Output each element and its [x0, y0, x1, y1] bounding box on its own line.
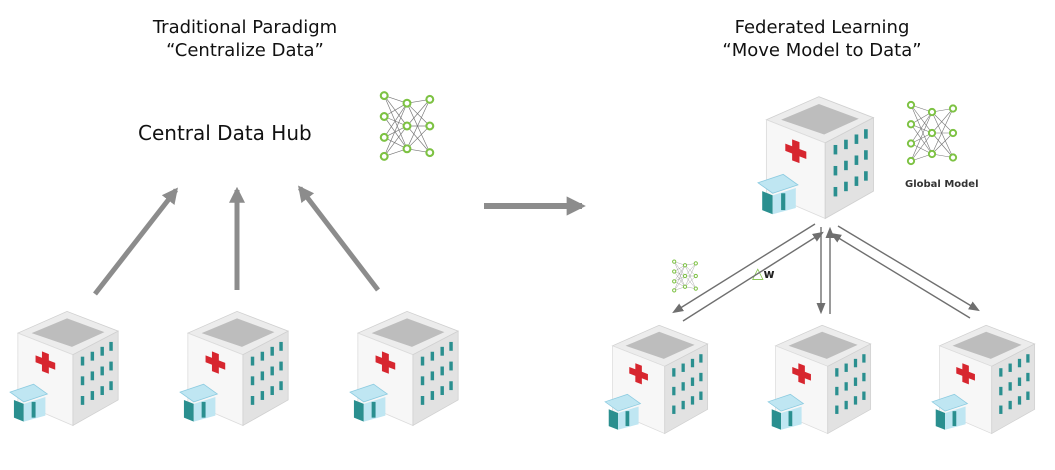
hospital-building-icon	[604, 324, 709, 435]
model-down-arrow-right	[837, 225, 980, 312]
global-model-label: Global Model	[905, 179, 979, 190]
neural-network-icon	[379, 91, 435, 161]
hospital-building-icon	[757, 96, 875, 220]
hospital-building-icon	[9, 310, 119, 427]
central-data-hub-label: Central Data Hub	[138, 121, 312, 145]
upload-arrow-right	[298, 185, 380, 292]
local-model-neural-network-icon	[672, 259, 698, 293]
hospital-building-icon	[931, 324, 1036, 435]
federated-learning-title: Federated Learning “Move Model to Data”	[672, 16, 972, 62]
left-title-line1: Traditional Paradigm	[152, 17, 338, 38]
hospital-building-icon	[349, 310, 459, 427]
update-up-arrow-left	[682, 231, 824, 322]
left-title-line2: “Centralize Data”	[166, 40, 324, 61]
update-up-arrow-right	[830, 232, 971, 319]
hospital-building-icon	[179, 310, 289, 427]
global-model-neural-network-icon	[906, 100, 958, 166]
upload-arrow-left	[93, 187, 178, 296]
delta-w-text: w	[763, 267, 775, 281]
hospital-building-icon	[767, 324, 872, 435]
right-title-line2: “Move Model to Data”	[722, 40, 922, 61]
model-down-arrow-left	[672, 223, 816, 314]
traditional-paradigm-title: Traditional Paradigm “Centralize Data”	[95, 16, 395, 62]
model-exchange-arrows	[672, 223, 980, 322]
right-title-line1: Federated Learning	[734, 17, 910, 38]
